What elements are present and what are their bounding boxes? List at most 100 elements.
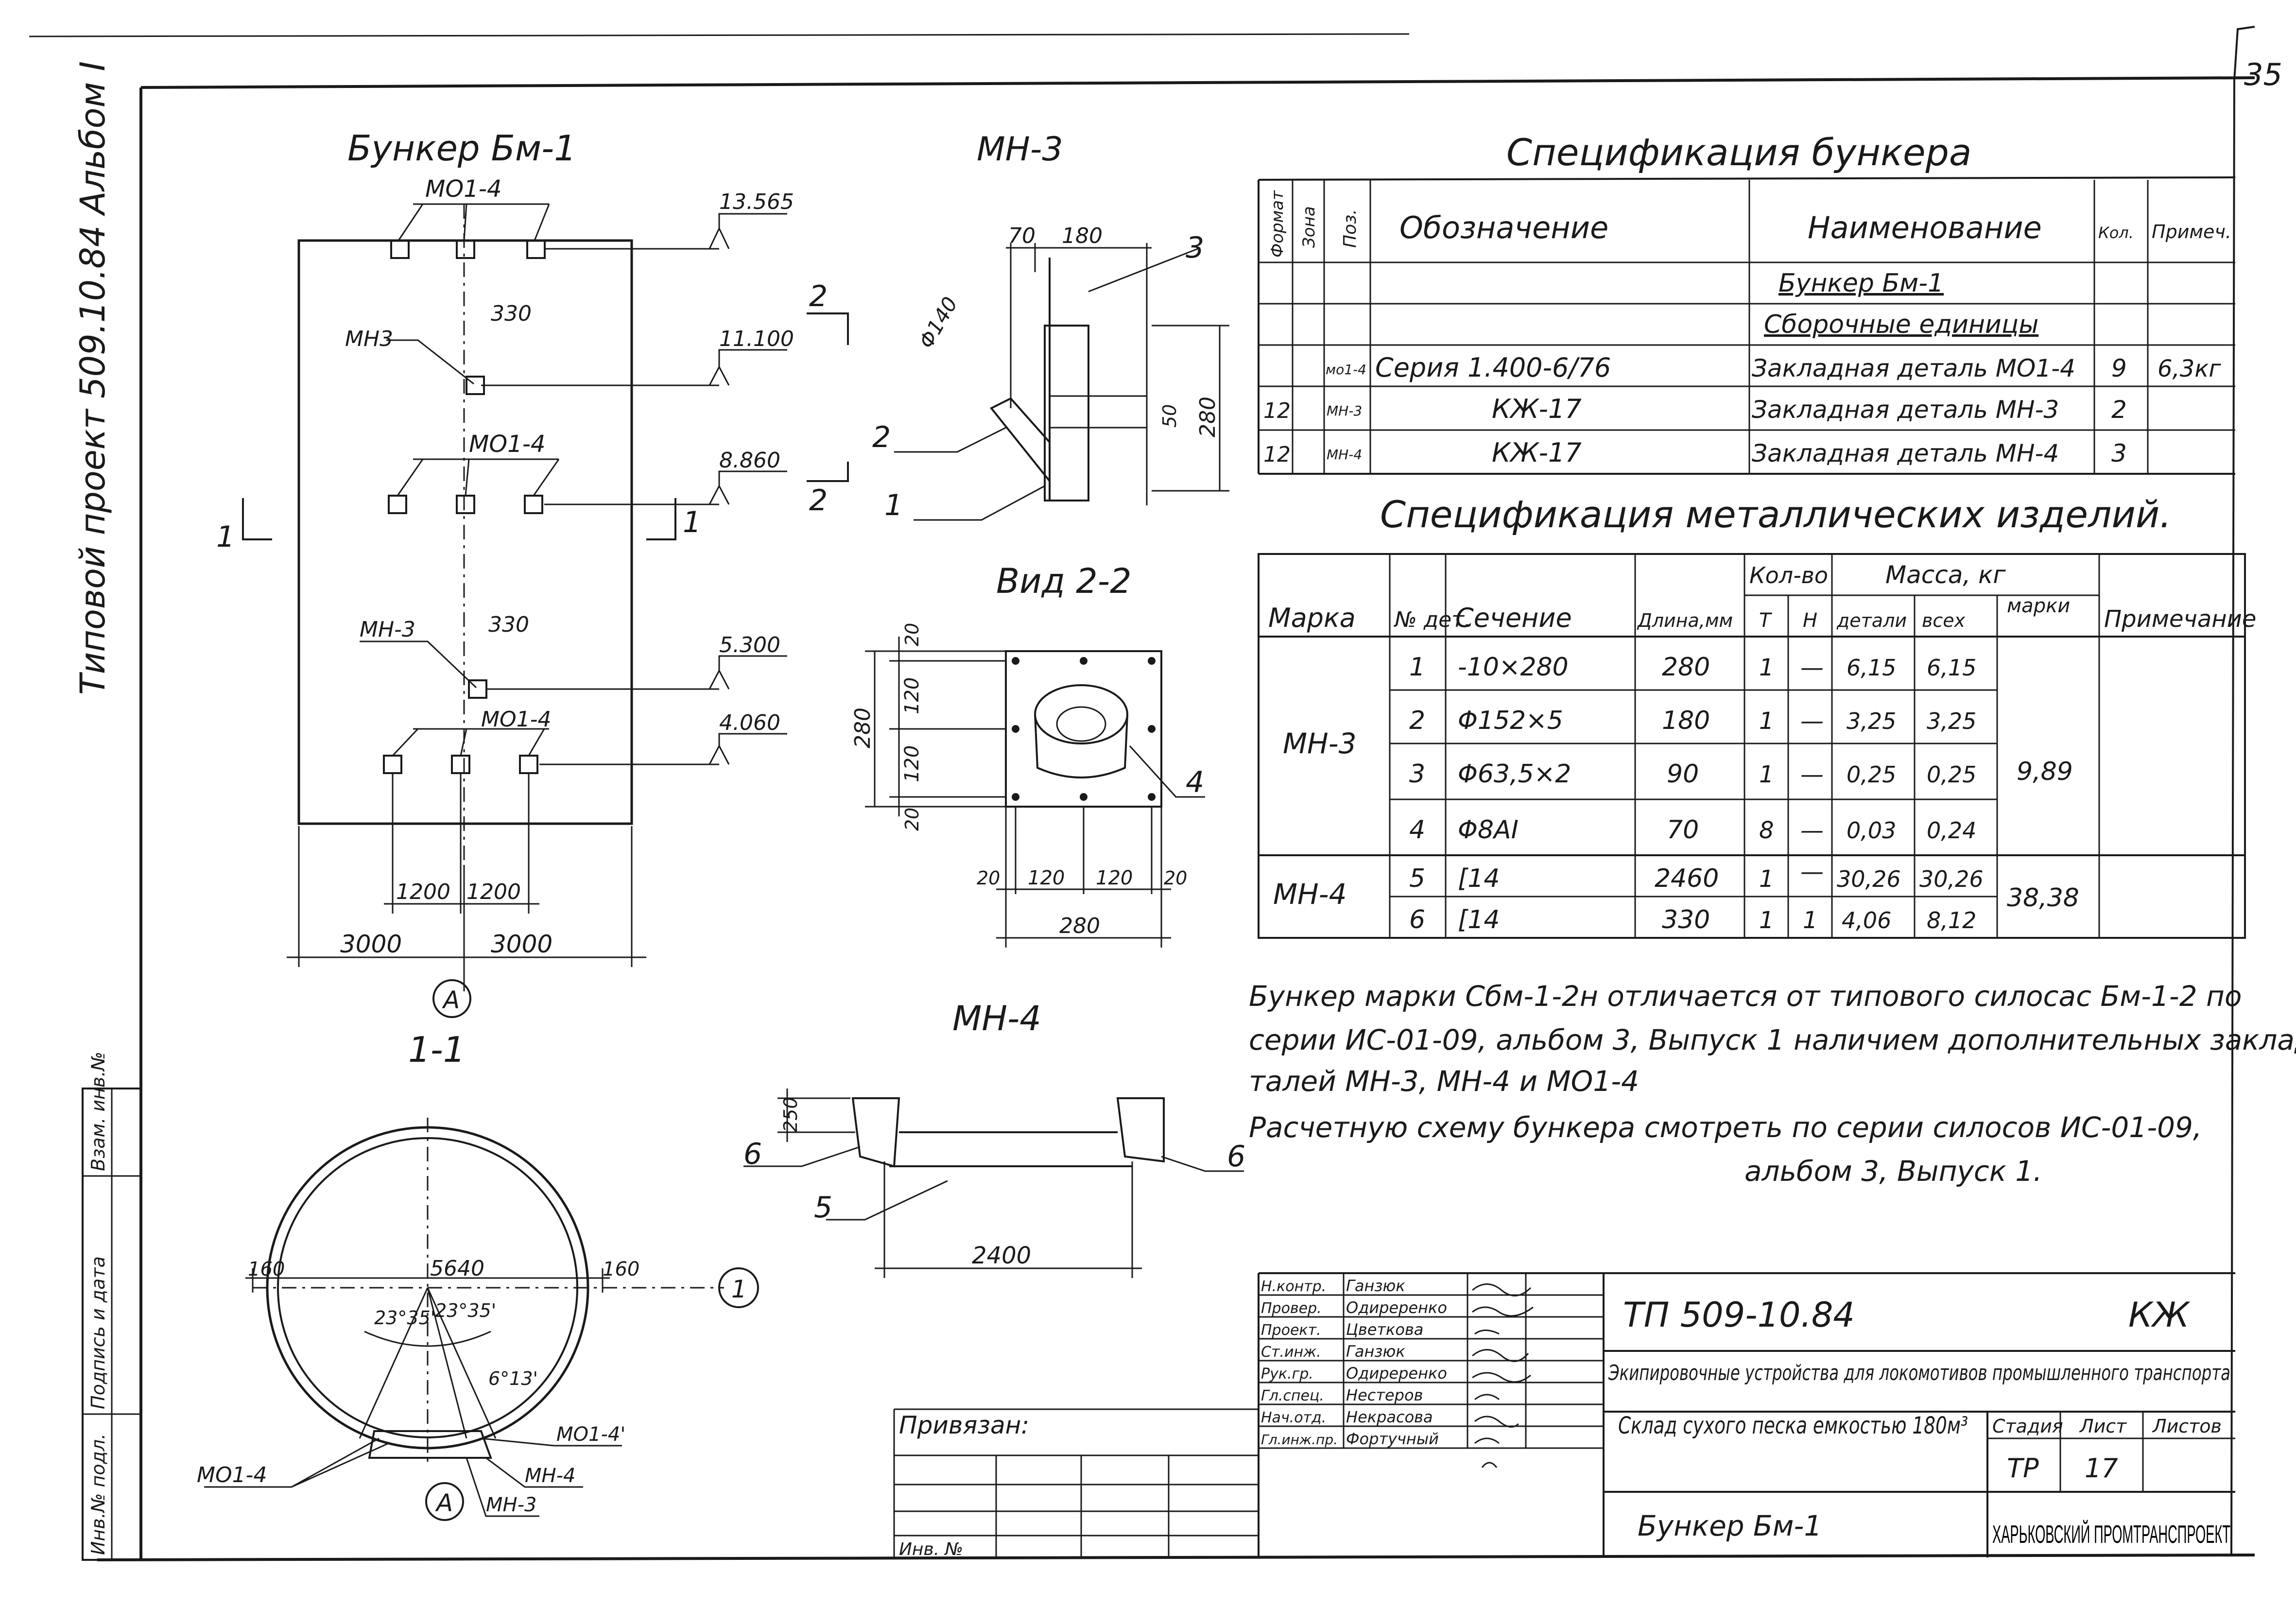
- section-1-1-title: 1-1: [408, 1029, 466, 1070]
- spec-h-zone: Зона: [1299, 206, 1319, 248]
- spec-bunker: Спецификация бункера Формат Зона Поз. Об…: [1258, 131, 2236, 475]
- metal-cell: 2460: [1655, 864, 1719, 893]
- axis-a-bubble: [432, 979, 471, 1018]
- section-dim-lines: [245, 1268, 610, 1293]
- label-mo1-4-mid: МО1-4: [469, 431, 546, 458]
- right-frame-line: [2230, 80, 2235, 1555]
- leader-mo1-4-left: [204, 1437, 389, 1488]
- metal-cell: 3: [1409, 760, 1425, 789]
- spec-cell: Закладная деталь МН-4: [1752, 439, 2059, 467]
- mn3-title: МН-3: [977, 130, 1063, 169]
- section-dim-160-right: 160: [603, 1258, 639, 1280]
- side-stamp-inv: Инв.№ подл.: [87, 1434, 109, 1555]
- vid-plate: [1005, 650, 1162, 808]
- section-mark-left: [242, 498, 272, 540]
- vid-hole: [1148, 793, 1156, 801]
- metal-h-mass-mark: марки: [2007, 595, 2070, 617]
- vid-hole: [1080, 657, 1088, 665]
- label-mn3-top: МН3: [345, 327, 393, 351]
- metal-cell: Φ8AI: [1458, 815, 1519, 845]
- spec-cell: МН-4: [1327, 447, 1362, 463]
- mn3-sleeve: [1044, 325, 1089, 501]
- page-number-frame: [2233, 26, 2255, 81]
- metal-cell: -10×280: [1458, 653, 1569, 682]
- scan-edge-line: [29, 33, 1410, 37]
- embedded-row-3: [388, 458, 560, 514]
- embedded-row-4: [360, 640, 487, 699]
- metal-row: 1 -10×280 280 1 — 6,15 6,15: [1409, 653, 1976, 682]
- mn3-leader-2: [894, 427, 1006, 453]
- spec-cell: МН-3: [1327, 403, 1362, 419]
- metal-cell: 90: [1667, 760, 1699, 789]
- tb-role: Гл.спец.: [1261, 1387, 1324, 1404]
- mn3-dim-180: 180: [1062, 224, 1103, 248]
- vid-dim-120d: 120: [1096, 867, 1133, 889]
- label-mo1-4-top: МО1-4: [425, 175, 502, 203]
- elev-5300: 5.300: [719, 633, 780, 657]
- vid-left-dims: [865, 637, 1006, 816]
- metal-cell: 0,25: [1847, 761, 1896, 788]
- label-mo1-4-section: МО1-4: [197, 1463, 267, 1487]
- note-line: серии ИС-01-09, альбом 3, Выпуск 1 налич…: [1249, 1023, 2296, 1056]
- tb-name: Одиреренко: [1346, 1364, 1447, 1382]
- bunker-plan: Бункер Бм-1 МО1-4 МН3 330 МО1-4 МН-3: [216, 128, 794, 1018]
- tb-inv: Инв. №: [899, 1539, 963, 1559]
- section-2-bottom-label: 2: [809, 484, 828, 518]
- section-angle-6-13: 6°13': [488, 1368, 538, 1389]
- dim-330-top: 330: [491, 301, 532, 326]
- metal-group-mass: 9,89: [2017, 757, 2073, 786]
- metal-cell: 280: [1662, 653, 1710, 682]
- vid-pipe-inner: [1056, 706, 1106, 742]
- tb-org: ХАРЬКОВСКИЙ ПРОМТРАНСПРОЕКТ: [1992, 1520, 2230, 1549]
- metal-cell: 30,26: [1837, 866, 1901, 892]
- section-angle-left: 23°35': [374, 1307, 435, 1329]
- mn4-pos-6-left: 6: [743, 1137, 762, 1171]
- spec-cell: 3: [2111, 439, 2127, 467]
- vid-dim-280-h: 280: [1059, 914, 1100, 938]
- spec-h-name: Наименование: [1808, 210, 2042, 245]
- metal-cell: 3,25: [1927, 708, 1976, 734]
- spec-cell: 6,3кг: [2158, 355, 2221, 382]
- tb-name: Нестеров: [1346, 1386, 1423, 1404]
- metal-cell: 5: [1409, 864, 1425, 893]
- bottom-dimension-lines: [287, 773, 646, 991]
- spec-cell: КЖ-17: [1492, 394, 1582, 424]
- mn4-pos-5: 5: [814, 1191, 832, 1225]
- vid-dim-120a: 120: [901, 677, 923, 714]
- spec-cell: 12: [1263, 398, 1291, 423]
- metal-cell: Φ152×5: [1458, 706, 1563, 735]
- mn3-pipe: [989, 397, 1051, 482]
- metal-cell: 3,25: [1847, 708, 1896, 734]
- elev-13565: 13.565: [719, 190, 794, 214]
- dim-3000-b: 3000: [491, 930, 552, 958]
- mn3-leader-1: [914, 485, 1045, 521]
- notes: Бункер марки Сбм-1-2н отличается от типо…: [1249, 980, 2296, 1188]
- mn3-dim-50: 50: [1159, 404, 1180, 428]
- vid-hole: [1080, 793, 1088, 801]
- title-block: Привязан: Инв. № Н.контр. Провер. Проект…: [893, 1272, 2235, 1559]
- note-line: Бункер марки Сбм-1-2н отличается от типо…: [1249, 980, 2242, 1013]
- metal-cell: —: [1800, 817, 1824, 844]
- side-stamp-sign: Подпись и дата: [87, 1256, 109, 1409]
- spec-row-1: Сборочные единицы: [1764, 310, 2038, 339]
- axis-a-bubble-section: [425, 1482, 464, 1521]
- metal-cell: —: [1800, 858, 1824, 885]
- spec-h-qty: Кол.: [2098, 224, 2134, 242]
- metal-h-mass: Масса, кг: [1885, 561, 2006, 589]
- metal-cell: 2: [1409, 706, 1425, 735]
- spec-metal-title: Спецификация металлических изделий.: [1380, 493, 2171, 536]
- metal-cell: Φ63,5×2: [1458, 760, 1571, 789]
- section-1-right: 1: [683, 505, 701, 539]
- metal-h-marka: Марка: [1268, 603, 1356, 633]
- embedded-row-2: [386, 339, 485, 395]
- mn4-title: МН-4: [952, 999, 1041, 1038]
- section-2-top-label: 2: [809, 279, 828, 313]
- tb-role: Нач.отд.: [1261, 1409, 1326, 1426]
- metal-cell: 6,15: [1927, 655, 1976, 681]
- vid-pipe-body: [1034, 714, 1128, 778]
- dim-1200-b: 1200: [466, 880, 521, 904]
- mn4-right-end: [1116, 1097, 1165, 1163]
- mn4-left-end: [851, 1097, 900, 1168]
- spec-cell: Сборочные единицы: [1764, 310, 2038, 339]
